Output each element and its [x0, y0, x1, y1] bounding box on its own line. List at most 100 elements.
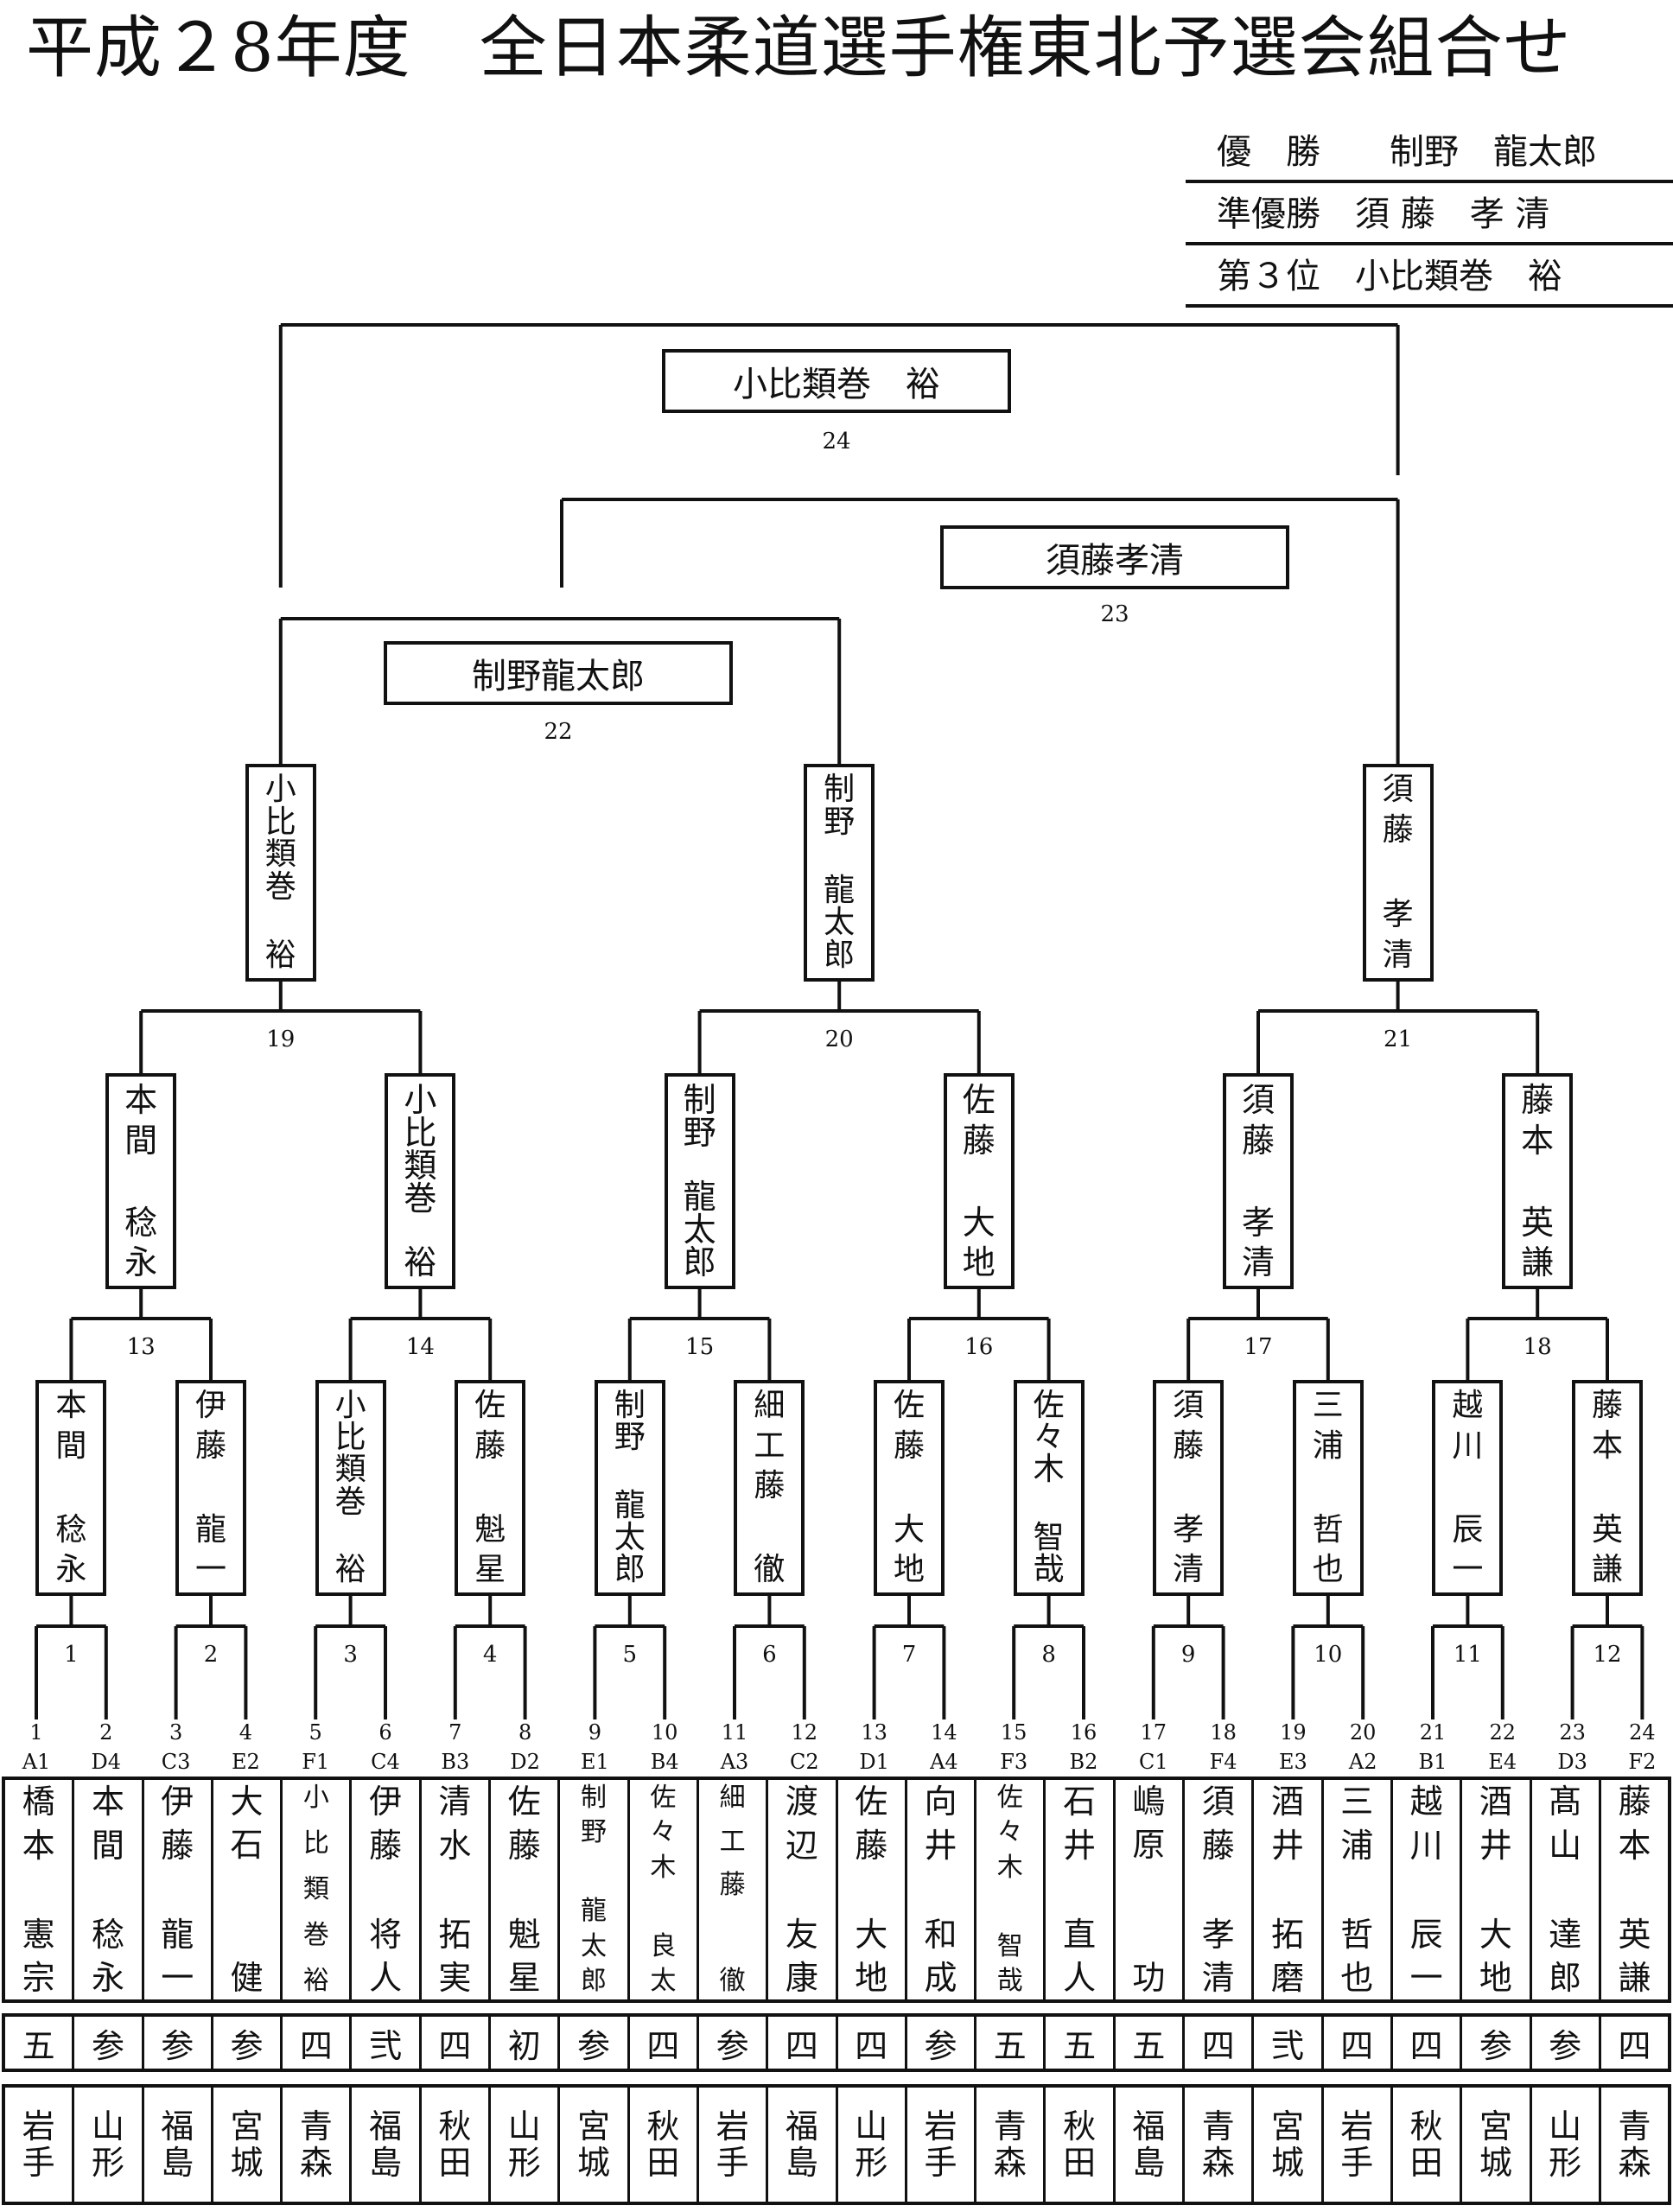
- prefecture-char: 手: [22, 2144, 55, 2182]
- match-number: 22: [544, 719, 573, 745]
- match-winner-box: 佐藤大地: [874, 1380, 945, 1596]
- name-char: 伊: [161, 1783, 194, 1821]
- prefecture-char: 田: [438, 2144, 472, 2182]
- match-winner-box: 制野龍太郎: [664, 1073, 735, 1289]
- match-number: 13: [126, 1334, 156, 1360]
- player-name-cell: 清水拓実: [418, 1780, 488, 1999]
- player-name-cell: 酒井大地: [1460, 1780, 1529, 1999]
- name-char: 将: [369, 1915, 403, 1954]
- name-char: 佐: [650, 1783, 677, 1813]
- entry-number: 23: [1559, 1720, 1586, 1745]
- match-winner-box: 小比類巻裕: [245, 764, 316, 982]
- seed-code: F4: [1209, 1750, 1237, 1774]
- player-rank-cell: 参: [904, 2017, 974, 2069]
- result-name: 小比類巻 裕: [1355, 257, 1562, 296]
- name-char: 太: [683, 1211, 716, 1249]
- match-number: 7: [901, 1642, 917, 1668]
- prefecture-char: 秋: [438, 2107, 472, 2145]
- player-name-cell: 向井和成: [904, 1780, 974, 1999]
- name-char: 徹: [754, 1552, 786, 1587]
- prefecture-char: 岩: [22, 2107, 55, 2145]
- seed-code: B4: [650, 1750, 679, 1774]
- name-char: 実: [438, 1959, 472, 1997]
- entry-number: 10: [651, 1720, 678, 1745]
- name-char: 稔: [124, 1203, 158, 1242]
- player-rank-cell: 参: [696, 2017, 766, 2069]
- player-rank-row: 五参参参四弐四初参四参四四参五五五四弐四四参参四: [2, 2013, 1671, 2072]
- player-name-row: 橋本憲宗本間稔永伊藤龍一大石健小比類巻裕伊藤将人清水拓実佐藤魁星制野龍太郎佐々木…: [2, 1777, 1671, 2003]
- name-char: 人: [369, 1959, 403, 1997]
- player-prefecture-cell: 福島: [766, 2088, 835, 2202]
- seed-code: E1: [580, 1750, 609, 1774]
- name-char: 磨: [1270, 1959, 1304, 1997]
- name-char: 藤: [369, 1826, 403, 1865]
- prefecture-char: 秋: [1409, 2107, 1443, 2145]
- prefecture-char: 城: [577, 2144, 611, 2182]
- prefecture-char: 城: [1479, 2144, 1512, 2182]
- match-number: 11: [1453, 1642, 1482, 1668]
- name-char: 々: [1033, 1420, 1065, 1456]
- entry-number: 8: [518, 1720, 532, 1745]
- name-char: 龍: [194, 1511, 226, 1548]
- name-char: 井: [1479, 1826, 1512, 1865]
- name-char: 永: [55, 1552, 87, 1587]
- name-char: 一: [1452, 1552, 1484, 1587]
- final-winner-box: 小比類巻 裕: [662, 349, 1011, 413]
- player-rank-cell: 五: [1043, 2017, 1112, 2069]
- prefecture-char: 山: [855, 2107, 888, 2145]
- entry-number: 13: [861, 1720, 887, 1745]
- match-winner-box: 本間稔永: [105, 1073, 177, 1289]
- match-number: 23: [1100, 601, 1129, 627]
- player-prefecture-cell: 岩手: [1320, 2088, 1390, 2202]
- player-rank-cell: 参: [72, 2017, 141, 2069]
- match-number: 8: [1041, 1642, 1056, 1668]
- player-prefecture-cell: 岩手: [696, 2088, 766, 2202]
- name-char: 大: [855, 1915, 888, 1954]
- name-char: 大: [230, 1783, 264, 1821]
- player-name-cell: 渡辺友康: [766, 1780, 835, 1999]
- player-rank-cell: 四: [1182, 2017, 1251, 2069]
- prefecture-char: 森: [1201, 2144, 1235, 2182]
- name-char: 拓: [438, 1915, 472, 1954]
- name-char: 伊: [369, 1783, 403, 1821]
- prefecture-char: 宮: [1270, 2107, 1304, 2145]
- seed-code: D4: [91, 1750, 122, 1774]
- match-winner-box: 藤本英謙: [1502, 1073, 1574, 1289]
- name-char: 哲: [1312, 1511, 1344, 1548]
- prefecture-char: 形: [855, 2144, 888, 2182]
- name-char: 藤: [855, 1826, 888, 1865]
- name-char: 本: [91, 1783, 124, 1821]
- name-char: 川: [1409, 1826, 1443, 1865]
- prefecture-char: 福: [161, 2107, 194, 2145]
- name-char: 謙: [1521, 1243, 1555, 1281]
- name-char: 巻: [334, 1484, 366, 1520]
- name-char: 郎: [614, 1551, 646, 1587]
- name-char: 越: [1409, 1783, 1443, 1821]
- name-char: 郎: [824, 937, 856, 973]
- name-char: 須: [1382, 772, 1414, 807]
- match-winner-box: 制野龍太郎: [804, 764, 875, 982]
- player-name-cell: 須藤孝清: [1182, 1780, 1251, 1999]
- name-char: 地: [1479, 1959, 1512, 1997]
- player-prefecture-cell: 宮城: [1251, 2088, 1320, 2202]
- match-winner-box: 佐藤魁星: [455, 1380, 526, 1596]
- entry-number: 17: [1140, 1720, 1167, 1745]
- name-char: 孝: [1201, 1915, 1235, 1954]
- name-char: 制: [581, 1783, 607, 1813]
- name-char: 龍: [683, 1178, 716, 1216]
- name-char: 巻: [404, 1179, 437, 1217]
- player-prefecture-cell: 宮城: [1460, 2088, 1529, 2202]
- entry-number: 14: [931, 1720, 957, 1745]
- seed-code: B3: [441, 1750, 470, 1774]
- prefecture-char: 形: [91, 2144, 124, 2182]
- prefecture-char: 田: [646, 2144, 680, 2182]
- name-char: 謙: [1591, 1552, 1623, 1587]
- player-name-cell: 藤本英謙: [1598, 1780, 1668, 1999]
- name-char: 龍: [614, 1487, 646, 1523]
- match-winner-box: 藤本英謙: [1572, 1380, 1643, 1596]
- name-char: 橋: [22, 1783, 55, 1821]
- seed-code: D3: [1557, 1750, 1587, 1774]
- name-char: 藤: [1201, 1826, 1235, 1865]
- name-char: 永: [91, 1959, 124, 1997]
- semifinal-winner-box: 須藤孝清: [940, 525, 1289, 589]
